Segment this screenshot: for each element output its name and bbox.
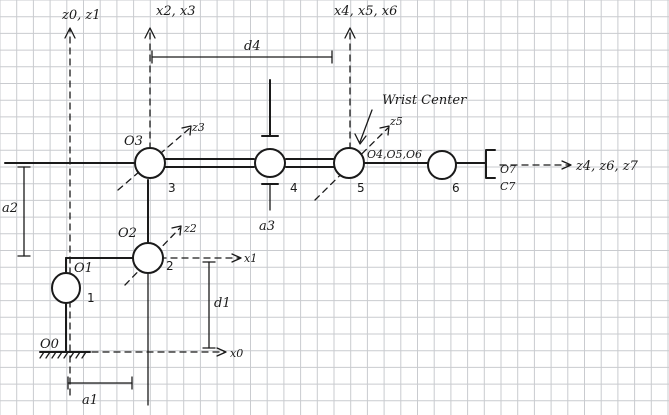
frame-label-o456: O4,O5,O6 <box>367 148 422 161</box>
frame-label-o7: O7 <box>500 163 516 176</box>
joint-number-1: 1 <box>87 291 95 305</box>
axis-label-x2-x3: x2, x3 <box>156 4 195 19</box>
axis-label-z0-z1: z0, z1 <box>61 8 101 23</box>
frame-label-o3: O3 <box>124 134 143 149</box>
joint-number-6: 6 <box>452 181 460 195</box>
wrist-center-label: Wrist Center <box>382 93 467 108</box>
joint-number-4: 4 <box>290 181 298 195</box>
axis-label-z4-z6-z7: z4, z6, z7 <box>575 159 639 174</box>
joint-2 <box>132 242 164 274</box>
joint-4 <box>254 148 286 178</box>
robot-links <box>4 79 496 406</box>
frame-label-o0: O0 <box>40 337 59 352</box>
joints <box>51 147 457 304</box>
frame-label-o2: O2 <box>118 226 137 241</box>
dimension-label-a3: a3 <box>259 219 275 234</box>
joint-1 <box>51 272 81 304</box>
dashed-axes <box>64 27 572 396</box>
joint-number-5: 5 <box>357 181 365 195</box>
axis-label-x1: x1 <box>244 252 257 265</box>
axis-label-z2: z2 <box>183 222 197 235</box>
axis-label-x4-x5-x6: x4, x5, x6 <box>334 4 397 19</box>
frame-label-o1: O1 <box>74 261 93 276</box>
joint-5 <box>333 147 365 179</box>
joint-number-2: 2 <box>166 259 174 273</box>
axis-label-z3: z3 <box>191 121 205 134</box>
joint-number-3: 3 <box>168 181 176 195</box>
dimension-label-a2: a2 <box>2 201 18 216</box>
dimension-lines <box>17 50 373 390</box>
axis-label-x0: x0 <box>230 347 243 360</box>
dimension-label-a1: a1 <box>82 393 98 408</box>
frame-label-c7: C7 <box>500 180 515 193</box>
joint-3 <box>134 147 166 179</box>
axis-label-z5: z5 <box>389 115 403 128</box>
dimension-label-d1: d1 <box>214 296 231 311</box>
joint-6 <box>427 150 457 180</box>
dimension-label-d4: d4 <box>244 39 261 54</box>
